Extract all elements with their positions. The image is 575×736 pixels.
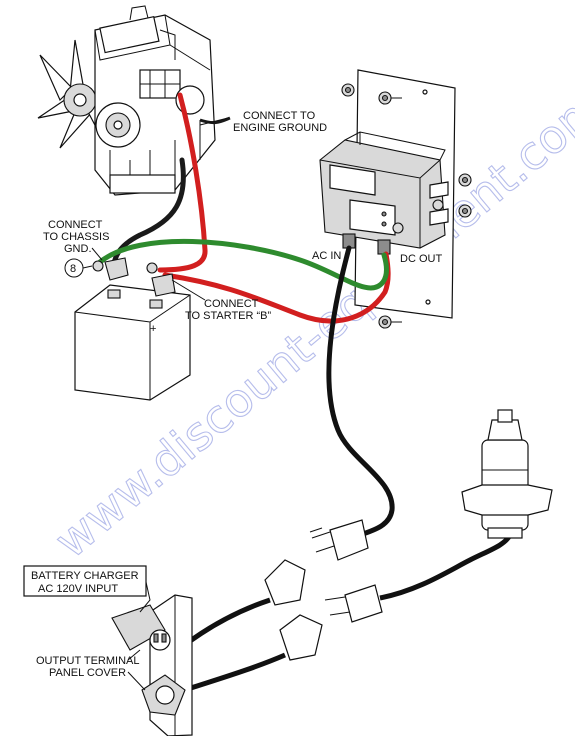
svg-text:8: 8 (70, 263, 76, 275)
label-dc-out: DC OUT (400, 253, 442, 265)
svg-text:PANEL COVER: PANEL COVER (49, 667, 126, 679)
dc-out-terminal-2 (429, 204, 472, 226)
svg-text:CONNECT: CONNECT (204, 298, 259, 310)
starter-ring-terminal (146, 262, 158, 274)
plate-bolt-3 (378, 315, 402, 329)
label-starter-b: CONNECT TO STARTER “B” (171, 279, 272, 322)
dc-converter (319, 131, 472, 255)
battery-positive-clamp (151, 273, 176, 297)
battery-plus-mark: + (150, 323, 156, 335)
svg-text:TO CHASSIS: TO CHASSIS (43, 231, 109, 243)
ac-plug-2 (324, 584, 383, 623)
callout-8: 8 (64, 258, 93, 278)
battery: + (74, 284, 191, 401)
svg-text:ENGINE GROUND: ENGINE GROUND (233, 122, 327, 134)
label-panel-cover: OUTPUT TERMINAL PANEL COVER (36, 649, 146, 691)
ac-socket-1 (264, 559, 306, 606)
dc-out-gland (377, 239, 391, 255)
svg-text:CONNECT: CONNECT (48, 219, 103, 231)
ground-wire (110, 157, 186, 271)
block-heater (461, 409, 553, 539)
ac-cord (326, 245, 395, 538)
label-charger-input: BATTERY CHARGER AC 120V INPUT (23, 565, 151, 613)
svg-text:OUTPUT TERMINAL: OUTPUT TERMINAL (36, 655, 140, 667)
heater-cord (379, 533, 513, 601)
svg-text:BATTERY CHARGER: BATTERY CHARGER (31, 570, 139, 582)
battery-negative-clamp (104, 257, 129, 281)
ac-socket-2 (279, 614, 323, 661)
svg-text:GND.: GND. (64, 243, 92, 255)
svg-text:TO STARTER “B”: TO STARTER “B” (185, 310, 272, 322)
dc-out-terminal-1 (429, 173, 472, 199)
label-chassis-gnd: CONNECT TO CHASSIS GND. (43, 219, 109, 261)
engine (37, 5, 216, 196)
label-engine-ground: CONNECT TO ENGINE GROUND (199, 110, 327, 134)
svg-text:AC 120V INPUT: AC 120V INPUT (38, 583, 118, 595)
chassis-ring-terminal (92, 260, 104, 272)
positive-wire (157, 92, 208, 273)
output-terminal-cover (141, 674, 186, 716)
svg-text:CONNECT TO: CONNECT TO (243, 110, 316, 122)
plate-bolt-1 (341, 83, 355, 97)
charger-input-receptacle (111, 604, 171, 651)
output-terminal-cord (184, 652, 286, 693)
ac-plug-1 (309, 519, 369, 561)
chassis-wire (97, 238, 389, 291)
receptacle-panel (111, 594, 193, 736)
label-ac-in: AC IN (312, 250, 341, 262)
plate-bolt-2 (378, 91, 402, 105)
